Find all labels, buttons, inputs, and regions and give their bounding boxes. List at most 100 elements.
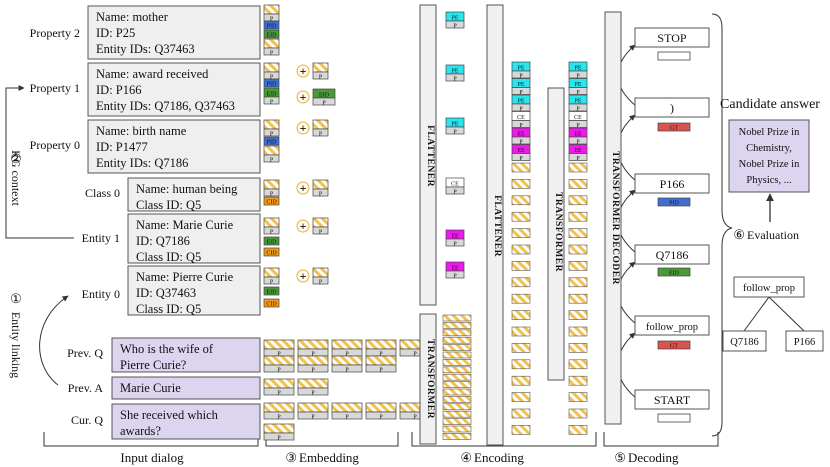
token-position-label: P xyxy=(345,414,349,420)
token-embedding: P xyxy=(263,339,295,357)
token-position-label: P xyxy=(519,156,523,162)
token-position-label: P xyxy=(319,229,323,235)
dialog-box-cur_q xyxy=(111,403,261,440)
token-position-bar xyxy=(511,153,531,161)
plus-icon: + xyxy=(296,269,310,283)
plus-sign: + xyxy=(300,121,307,135)
kg-node-line: Name: Pierre Curie xyxy=(136,270,234,284)
dialog-box-prev_q xyxy=(111,337,261,373)
token-position-label: P xyxy=(319,74,323,80)
token-position-label: P xyxy=(379,367,383,373)
striped-token xyxy=(568,261,588,271)
token-position-bar xyxy=(312,188,329,197)
token-position-bar xyxy=(312,226,329,235)
token-embedding: P xyxy=(297,378,329,396)
token-embedding: P xyxy=(297,355,329,373)
token-position-bar xyxy=(263,411,295,420)
plus-icon: + xyxy=(296,219,310,233)
token-embedding: P xyxy=(399,402,431,420)
token-position-label: P xyxy=(311,351,315,357)
kg-node-line: Entity IDs: Q7186, Q37463 xyxy=(96,99,235,113)
plus-sign: + xyxy=(300,64,307,78)
stacked-token xyxy=(442,403,472,411)
pe-token: PEP xyxy=(511,78,531,96)
pe-token-label: PE xyxy=(451,16,458,22)
token-position-bar xyxy=(263,128,280,137)
token-position-bar xyxy=(511,120,531,128)
token-position-label: P xyxy=(319,131,323,137)
decoder-output-2 xyxy=(634,173,710,194)
token-stripe xyxy=(312,119,329,130)
token-position-label: P xyxy=(270,279,274,285)
section-embedding-number: ③ xyxy=(285,450,297,465)
dialog-line: Pierre Curie? xyxy=(120,358,187,372)
token-position-bar xyxy=(511,87,531,95)
dialog-line: Who is the wife of xyxy=(120,342,214,356)
striped-token xyxy=(511,228,531,238)
flattener-block-1 xyxy=(419,4,437,306)
striped-token xyxy=(568,293,588,304)
candidate-answer-line: Nobel Prize in xyxy=(739,127,800,138)
section-input-dialog: Input dialog xyxy=(120,450,184,465)
kg-node-line: ID: P1477 xyxy=(96,140,148,154)
token-position-label: P xyxy=(453,189,457,195)
tree-right-box xyxy=(785,330,824,352)
dialog-label: Cur. Q xyxy=(71,413,103,427)
stacked-token xyxy=(442,373,472,381)
striped-token xyxy=(568,162,588,173)
decoder-block xyxy=(604,11,622,425)
token-embedding: P xyxy=(263,62,280,80)
kg-node-line: Class ID: Q5 xyxy=(136,198,201,212)
cid-tag-label: CID xyxy=(266,302,277,308)
eid-tag-label: EID xyxy=(267,240,278,246)
pid-tag xyxy=(263,78,280,88)
ee-token: EE P xyxy=(511,144,531,162)
eid-tag xyxy=(263,29,280,39)
kg-node-entity0 xyxy=(127,265,261,316)
plus-icon: + xyxy=(296,121,310,135)
token-embedding: P xyxy=(331,355,363,373)
pid-tag xyxy=(263,136,280,146)
pid-tag xyxy=(657,197,691,207)
token-position-bar xyxy=(297,364,329,373)
token-position-bar xyxy=(365,411,397,420)
plus-circle xyxy=(296,219,310,233)
stacked-token xyxy=(442,366,472,374)
token-embedding: P xyxy=(365,402,397,420)
token-stripe xyxy=(312,267,329,278)
token-position-label: P xyxy=(311,414,315,420)
token-stripe xyxy=(263,217,280,228)
token-position-label: P xyxy=(576,106,580,112)
token-position-bar xyxy=(331,364,363,373)
striped-token xyxy=(568,228,588,238)
ee-token-label: EE xyxy=(451,266,459,272)
token-position-label: P xyxy=(319,191,323,197)
dialog-box-prev_a xyxy=(111,376,261,400)
kg-node-label: Property 1 xyxy=(30,81,80,95)
token-position-label: P xyxy=(345,367,349,373)
striped-token xyxy=(568,425,588,435)
token-embedding: P xyxy=(312,179,329,197)
token-position-label: P xyxy=(311,390,315,396)
token-embedding: P xyxy=(297,339,329,357)
token-position-bar xyxy=(568,153,588,161)
striped-token xyxy=(568,326,588,337)
token-embedding: P xyxy=(263,378,295,396)
decoder-output-label: P166 xyxy=(660,177,685,191)
transformer-block-2-label: TRANSFORMER xyxy=(553,192,563,272)
gt-tag xyxy=(657,122,691,132)
kg-context-bracket xyxy=(5,87,74,239)
decoder-output-label: START xyxy=(654,393,691,407)
token-position-bar xyxy=(445,186,465,195)
ee-token-label: EE xyxy=(517,148,525,154)
token-embedding: P xyxy=(263,423,295,441)
striped-token xyxy=(568,195,588,206)
token-position-label: P xyxy=(270,99,274,105)
token-position-bar xyxy=(365,364,397,373)
kg-node-label: Property 0 xyxy=(30,138,80,152)
striped-token xyxy=(511,293,531,304)
candidate-answer-line: Chemistry, xyxy=(746,143,792,154)
entity-linking-number: ① xyxy=(10,291,22,306)
decoder-output-5 xyxy=(634,389,710,410)
plus-sign: + xyxy=(300,219,307,233)
